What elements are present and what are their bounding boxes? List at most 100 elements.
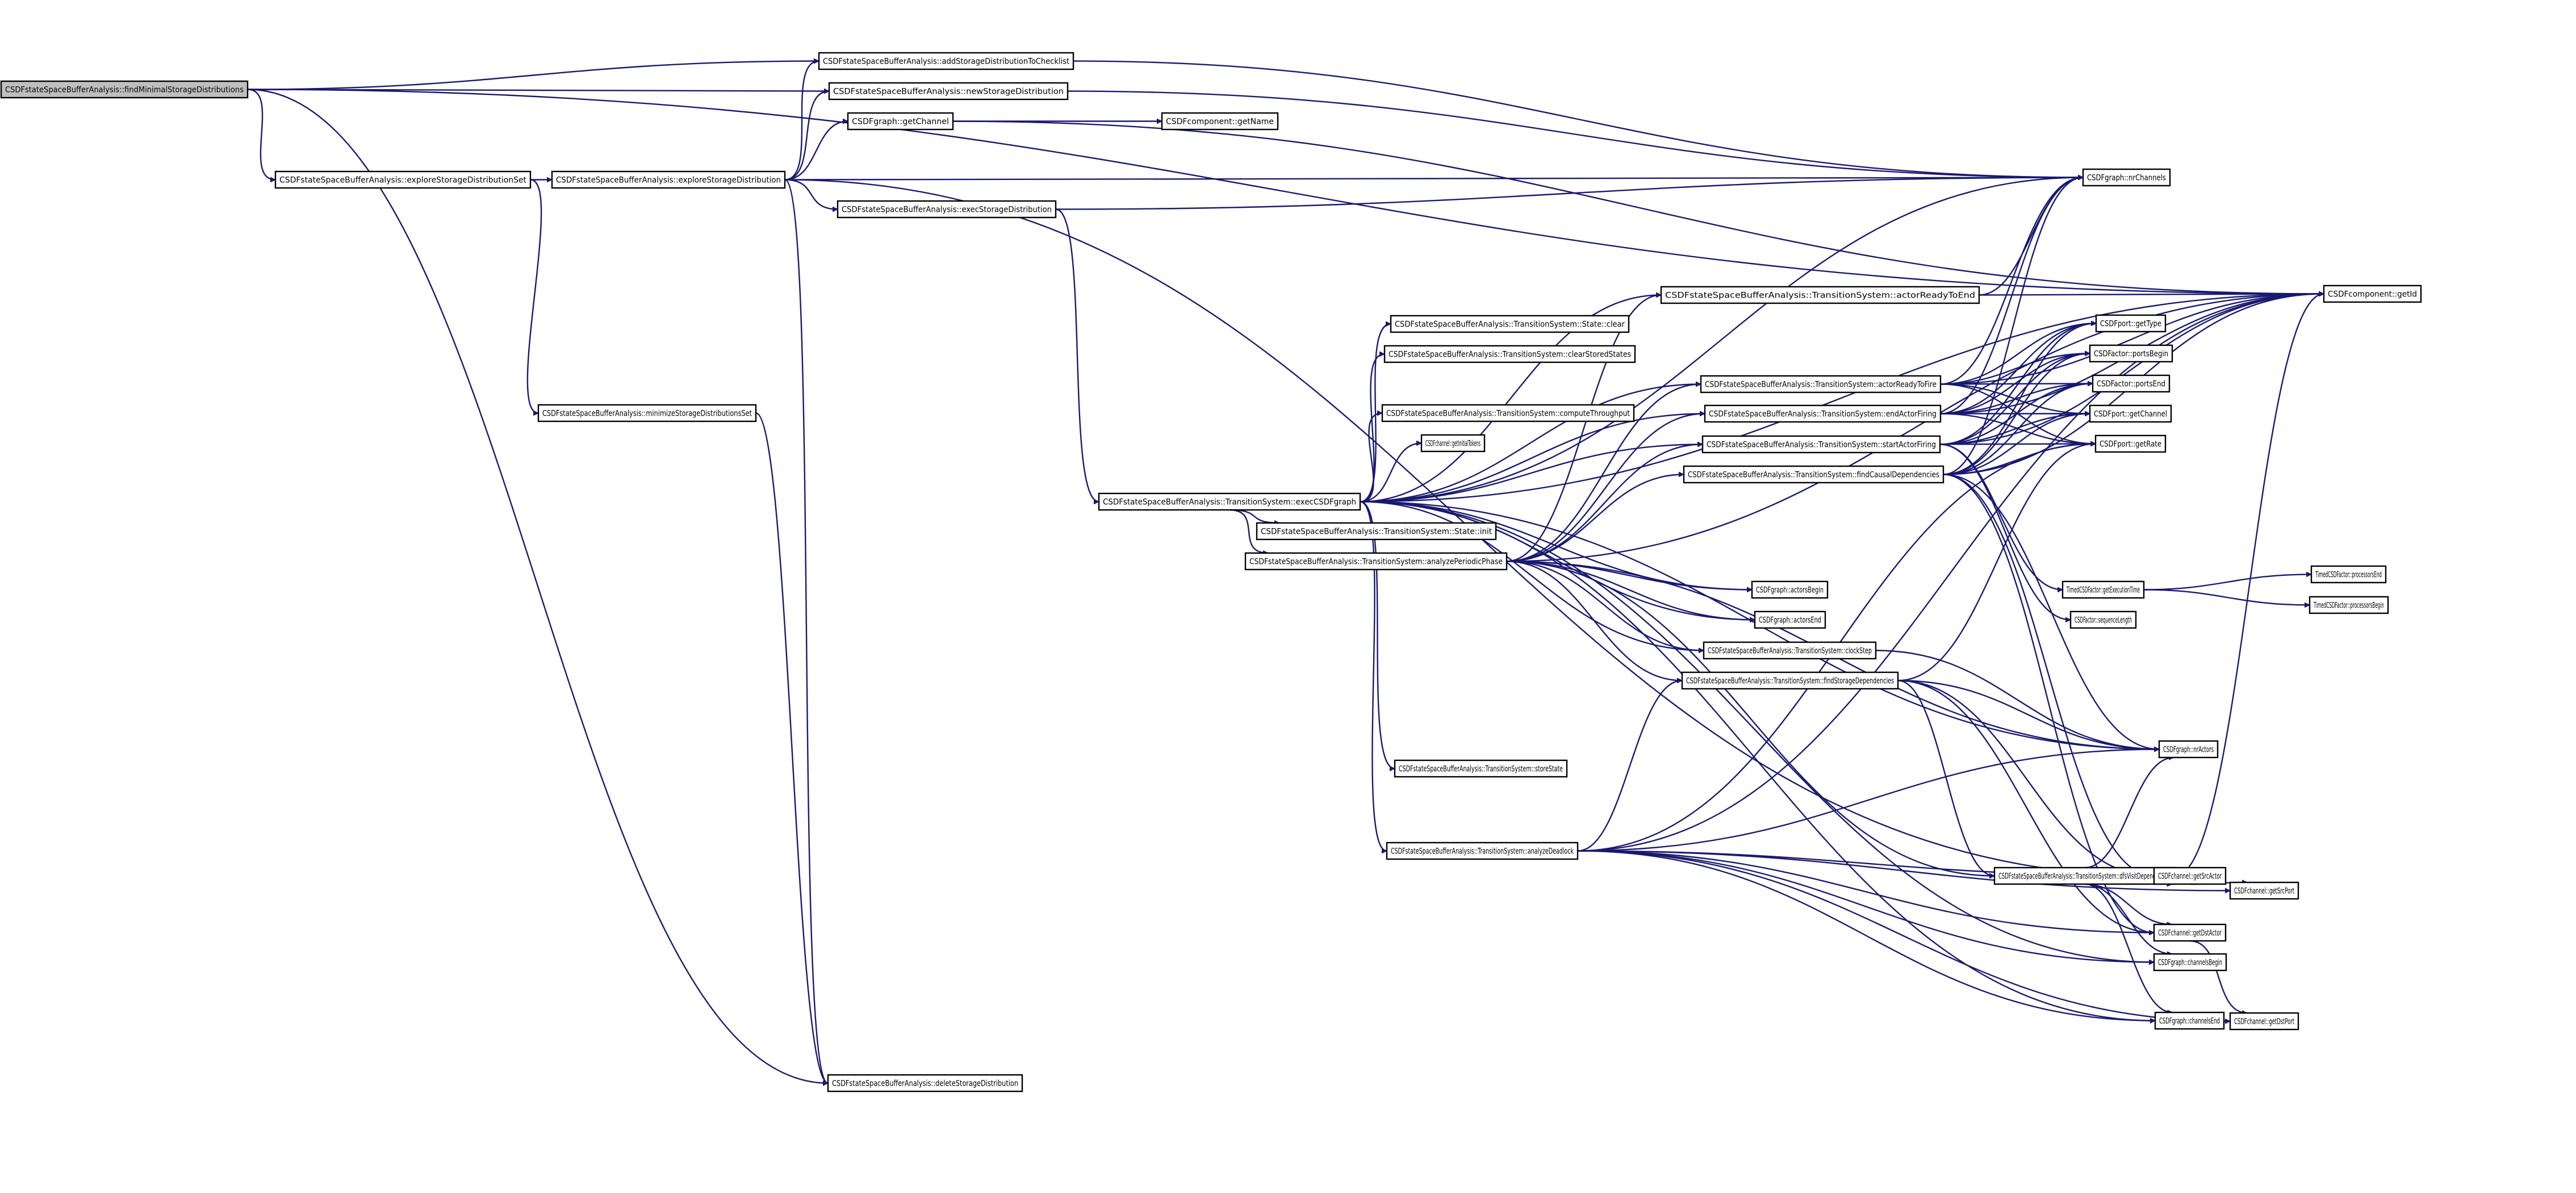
graph-node[interactable]: CSDFgraph::getChannel <box>847 112 954 131</box>
graph-node[interactable]: CSDFstateSpaceBufferAnalysis::Transition… <box>1681 671 1899 690</box>
node-box[interactable] <box>2158 740 2219 759</box>
graph-node[interactable]: CSDFstateSpaceBufferAnalysis::Transition… <box>1683 465 1944 484</box>
node-box[interactable] <box>2082 168 2171 187</box>
node-box[interactable] <box>1098 492 1361 511</box>
node-box[interactable] <box>1993 867 2176 885</box>
node-box[interactable] <box>1244 552 1508 571</box>
graph-node[interactable]: TimedCSDFactor::processorsBegin <box>2309 596 2389 614</box>
node-box[interactable] <box>2310 565 2387 584</box>
graph-node[interactable]: CSDFchannel::getSrcPort <box>2229 881 2299 900</box>
graph-node[interactable]: CSDFactor::portsEnd <box>2092 374 2171 393</box>
node-box[interactable] <box>818 52 1074 70</box>
graph-node[interactable]: CSDFstateSpaceBufferAnalysis::Transition… <box>1386 842 1579 860</box>
graph-node[interactable]: CSDFstateSpaceBufferAnalysis::findMinima… <box>0 80 249 99</box>
node-box[interactable] <box>2323 284 2422 303</box>
node-box[interactable] <box>828 82 1069 101</box>
node-box[interactable] <box>1681 671 1899 690</box>
graph-node[interactable]: CSDFstateSpaceBufferAnalysis::Transition… <box>1993 867 2176 885</box>
node-box[interactable] <box>2153 867 2227 885</box>
node-box[interactable] <box>1381 404 1635 422</box>
node-box[interactable] <box>1703 641 1877 660</box>
graph-node[interactable]: CSDFchannel::getSrcActor <box>2153 867 2227 885</box>
node-box[interactable] <box>2089 344 2173 363</box>
node-box[interactable] <box>1420 434 1486 453</box>
node-box[interactable] <box>1683 465 1944 484</box>
node-box[interactable] <box>1390 315 1630 333</box>
node-box[interactable] <box>1383 345 1636 363</box>
graph-node[interactable]: CSDFstateSpaceBufferAnalysis::Transition… <box>1703 641 1877 660</box>
graph-node[interactable]: CSDFstateSpaceBufferAnalysis::Transition… <box>1256 522 1497 541</box>
graph-node[interactable]: CSDFstateSpaceBufferAnalysis::newStorage… <box>828 82 1069 101</box>
graph-node[interactable]: CSDFstateSpaceBufferAnalysis::exploreSto… <box>551 170 786 189</box>
node-box[interactable] <box>2095 314 2167 333</box>
graph-node[interactable]: CSDFstateSpaceBufferAnalysis::Transition… <box>1394 759 1568 778</box>
node-box[interactable] <box>2229 881 2299 900</box>
node-box[interactable] <box>1256 522 1497 541</box>
graph-node[interactable]: CSDFport::getChannel <box>2089 404 2172 423</box>
node-box[interactable] <box>827 1074 1023 1092</box>
graph-node[interactable]: CSDFgraph::actorsBegin <box>1751 580 1829 599</box>
node-box[interactable] <box>1701 435 1941 454</box>
graph-node[interactable]: CSDFstateSpaceBufferAnalysis::exploreSto… <box>274 170 532 189</box>
graph-node[interactable]: CSDFcomponent::getName <box>1161 112 1279 131</box>
graph-node[interactable]: CSDFstateSpaceBufferAnalysis::Transition… <box>1098 492 1361 511</box>
graph-node[interactable]: TimedCSDFactor::getExecutionTime <box>2061 580 2145 599</box>
graph-node[interactable]: CSDFchannel::getInitialTokens <box>1420 434 1486 453</box>
graph-node[interactable]: CSDFstateSpaceBufferAnalysis::minimizeSt… <box>537 404 757 422</box>
graph-node[interactable]: CSDFstateSpaceBufferAnalysis::Transition… <box>1383 345 1636 363</box>
call-edge <box>1939 324 2096 445</box>
graph-node[interactable]: CSDFstateSpaceBufferAnalysis::Transition… <box>1700 375 1942 394</box>
graph-node[interactable]: CSDFgraph::channelsBegin <box>2153 953 2227 972</box>
node-label: CSDFstateSpaceBufferAnalysis::Transition… <box>1386 409 1630 418</box>
graph-node[interactable]: CSDFstateSpaceBufferAnalysis::Transition… <box>1244 552 1508 571</box>
graph-node[interactable]: CSDFstateSpaceBufferAnalysis::Transition… <box>1701 435 1941 454</box>
graph-node[interactable]: CSDFgraph::actorsEnd <box>1754 610 1826 629</box>
graph-node[interactable]: CSDFactor::sequenceLength <box>2069 610 2137 629</box>
node-box[interactable] <box>2069 610 2137 629</box>
graph-node[interactable]: CSDFcomponent::getId <box>2323 284 2422 303</box>
node-box[interactable] <box>2089 404 2172 423</box>
node-label: CSDFstateSpaceBufferAnalysis::Transition… <box>1249 558 1503 567</box>
node-box[interactable] <box>1754 610 1826 629</box>
node-box[interactable] <box>1394 759 1568 778</box>
node-box[interactable] <box>2092 374 2171 393</box>
node-box[interactable] <box>1161 112 1279 131</box>
graph-node[interactable]: CSDFchannel::getDstPort <box>2229 1012 2299 1031</box>
call-edge <box>1506 384 1701 562</box>
call-edge <box>247 89 276 180</box>
graph-node[interactable]: CSDFstateSpaceBufferAnalysis::Transition… <box>1381 404 1635 422</box>
node-box[interactable] <box>1386 842 1579 860</box>
node-box[interactable] <box>847 112 954 131</box>
graph-node[interactable]: CSDFstateSpaceBufferAnalysis::deleteStor… <box>827 1074 1023 1092</box>
node-box[interactable] <box>1704 404 1942 423</box>
node-box[interactable] <box>1700 375 1942 394</box>
node-box[interactable] <box>537 404 757 422</box>
graph-node[interactable]: CSDFstateSpaceBufferAnalysis::Transition… <box>1704 404 1942 423</box>
node-box[interactable] <box>1660 286 1980 304</box>
graph-node[interactable]: CSDFport::getType <box>2095 314 2167 333</box>
node-box[interactable] <box>274 170 532 189</box>
node-box[interactable] <box>1751 580 1829 599</box>
graph-node[interactable]: CSDFport::getRate <box>2094 434 2167 453</box>
node-box[interactable] <box>2153 953 2227 972</box>
root-node-box[interactable] <box>0 80 249 99</box>
call-edge <box>952 120 2324 294</box>
node-box[interactable] <box>551 170 786 189</box>
graph-node[interactable]: CSDFgraph::nrActors <box>2158 740 2219 759</box>
graph-node[interactable]: CSDFstateSpaceBufferAnalysis::execStorag… <box>837 200 1057 219</box>
graph-node[interactable]: CSDFactor::portsBegin <box>2089 344 2173 363</box>
graph-node[interactable]: CSDFstateSpaceBufferAnalysis::addStorage… <box>818 52 1074 70</box>
node-box[interactable] <box>837 200 1057 219</box>
node-box[interactable] <box>2094 434 2167 453</box>
node-box[interactable] <box>2061 580 2145 599</box>
node-box[interactable] <box>2229 1012 2299 1031</box>
graph-node[interactable]: CSDFstateSpaceBufferAnalysis::Transition… <box>1390 315 1630 333</box>
graph-node[interactable]: TimedCSDFactor::processorsEnd <box>2310 565 2387 584</box>
node-box[interactable] <box>2154 1011 2225 1030</box>
node-box[interactable] <box>2153 923 2227 942</box>
graph-node[interactable]: CSDFstateSpaceBufferAnalysis::Transition… <box>1660 286 1980 304</box>
graph-node[interactable]: CSDFchannel::getDstActor <box>2153 923 2227 942</box>
graph-node[interactable]: CSDFgraph::nrChannels <box>2082 168 2171 187</box>
graph-node[interactable]: CSDFgraph::channelsEnd <box>2154 1011 2225 1030</box>
node-box[interactable] <box>2309 596 2389 614</box>
